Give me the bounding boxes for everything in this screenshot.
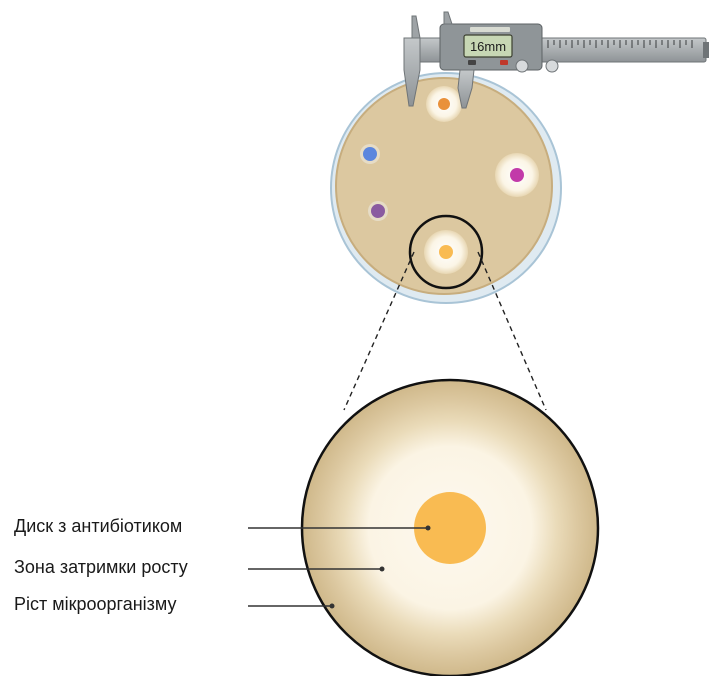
caliper-thumb-wheel [516,60,528,72]
leader-dot-growth [330,604,335,609]
petri-dish [331,73,561,303]
leader-dot-zone [380,567,385,572]
antibiotic-disk [438,98,450,110]
label-antibiotic-disk: Диск з антибіотиком [14,516,182,537]
caliper-fixed-upper-jaw [412,16,420,38]
label-microbial-growth: Ріст мікроорганізму [14,594,177,615]
caliper-reading: 16mm [470,39,506,54]
antibiotic-disk [439,245,453,259]
caliper-slider-upper-jaw [444,12,452,24]
caliper-button [468,60,476,65]
caliper-button [500,60,508,65]
antibiotic-disk [510,168,524,182]
antibiotic-disk [363,147,377,161]
caliper-end-cap [703,42,709,58]
leader-dot-disk [426,526,431,531]
caliper-display-frame [470,27,510,32]
caliper-lock-screw [546,60,558,72]
antibiotic-disk [371,204,385,218]
label-inhibition-zone: Зона затримки росту [14,557,188,578]
enlarged-view [248,380,598,676]
